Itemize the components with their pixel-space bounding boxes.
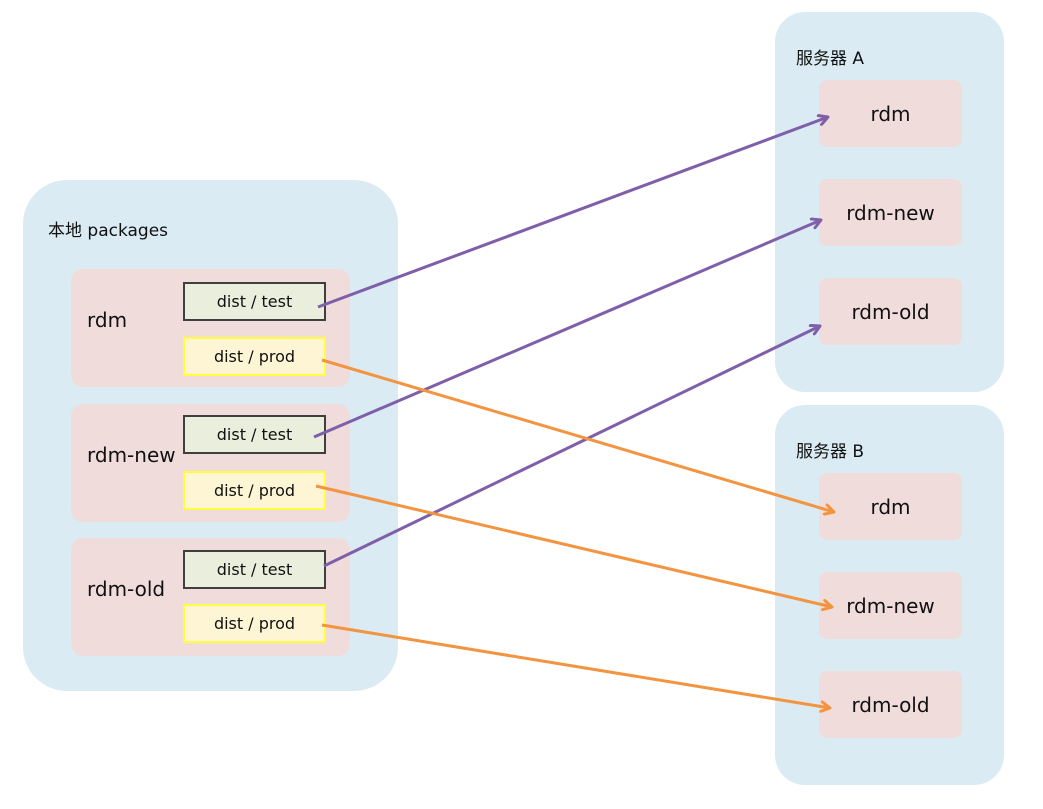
rdm-old-dist-prod-box: dist / prod (183, 604, 326, 643)
server-b-item-rdm-old: rdm-old (819, 671, 962, 738)
server-a-title: 服务器 A (796, 49, 865, 69)
server-a-item-rdm: rdm (819, 80, 962, 147)
package-group-rdm-old: rdm-old dist / test dist / prod (71, 538, 350, 656)
rdm-dist-prod-box: dist / prod (183, 337, 326, 376)
arrow-rdm-prod-to-server-b (321, 358, 834, 512)
package-label-rdm-new: rdm-new (87, 443, 176, 467)
arrow-rdm-old-prod-to-server-b (321, 623, 830, 708)
local-packages-title: 本地 packages (48, 221, 169, 241)
rdm-old-dist-test-box: dist / test (183, 550, 326, 589)
server-a-item-rdm-old: rdm-old (819, 278, 962, 345)
server-b-item-rdm-new: rdm-new (819, 572, 962, 639)
rdm-dist-test-box: dist / test (183, 282, 326, 321)
server-b-panel: 服务器 B rdm rdm-new rdm-old (775, 405, 1004, 785)
package-group-rdm: rdm dist / test dist / prod (71, 269, 350, 387)
server-b-title: 服务器 B (796, 442, 865, 462)
package-group-rdm-new: rdm-new dist / test dist / prod (71, 404, 350, 522)
server-b-item-rdm: rdm (819, 473, 962, 540)
server-a-panel: 服务器 A rdm rdm-new rdm-old (775, 12, 1004, 392)
package-label-rdm-old: rdm-old (87, 577, 166, 601)
rdm-new-dist-test-box: dist / test (183, 415, 326, 454)
server-a-item-rdm-new: rdm-new (819, 179, 962, 246)
arrow-rdm-old-test-to-server-a (323, 326, 820, 568)
local-packages-panel: 本地 packages rdm dist / test dist / prod … (23, 180, 398, 691)
package-label-rdm: rdm (87, 308, 128, 332)
rdm-new-dist-prod-box: dist / prod (183, 471, 326, 510)
